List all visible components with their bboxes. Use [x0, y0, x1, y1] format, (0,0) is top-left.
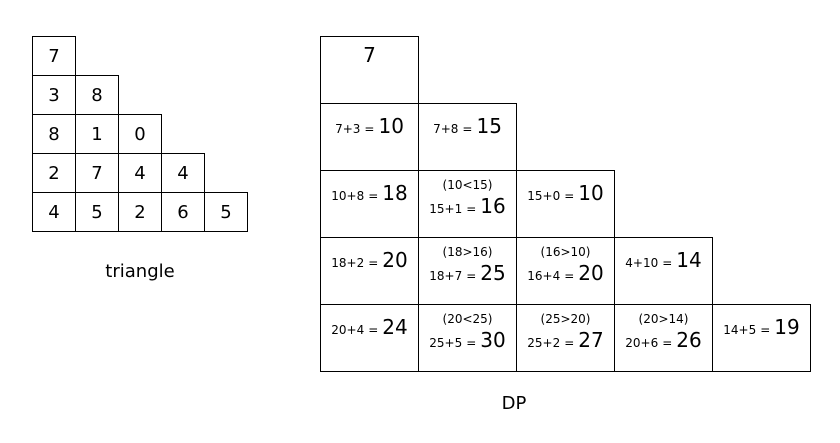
- dp-equation: 18+2=20: [331, 248, 407, 272]
- equals-sign: =: [564, 189, 575, 203]
- dp-cell: (16>10) 16+4=20: [516, 237, 615, 305]
- dp-cell: 20+4=24: [320, 304, 419, 372]
- dp-cell: 4+10=14: [614, 237, 713, 305]
- triangle-cell: 5: [204, 192, 248, 232]
- dp-comparison: (20<25): [442, 312, 493, 326]
- equals-sign: =: [662, 256, 673, 270]
- triangle-cell: 3: [32, 75, 76, 115]
- dp-expression: 7+3: [335, 122, 361, 136]
- triangle-cell: 4: [118, 153, 162, 193]
- triangle-cell: 8: [75, 75, 119, 115]
- equals-sign: =: [564, 336, 575, 350]
- dp-cell: (10<15) 15+1=16: [418, 170, 517, 238]
- dp-cell: 14+5=19: [712, 304, 811, 372]
- dp-result: 10: [578, 181, 604, 205]
- dp-expression: 20+4: [331, 323, 365, 337]
- dp-expression: 15+1: [429, 202, 463, 216]
- dp-equation: 7+3=10: [335, 114, 404, 138]
- triangle-cell: 2: [118, 192, 162, 232]
- dp-caption: DP: [501, 393, 527, 414]
- dp-equation: 20+4=24: [331, 315, 407, 339]
- dp-result: 30: [480, 328, 506, 352]
- dp-equation: 18+7=25: [429, 261, 505, 285]
- dp-result: 20: [382, 248, 408, 272]
- triangle-cell: 7: [32, 36, 76, 76]
- dp-cell: 7+8=15: [418, 103, 517, 171]
- equals-sign: =: [466, 336, 477, 350]
- dp-result: 25: [480, 261, 506, 285]
- triangle-cell: 7: [75, 153, 119, 193]
- dp-cell: 15+0=10: [516, 170, 615, 238]
- dp-equation: 15+0=10: [527, 181, 603, 205]
- dp-cell: 7: [320, 36, 419, 104]
- dp-value: 7: [363, 43, 376, 67]
- dp-result: 24: [382, 315, 408, 339]
- dp-result: 26: [676, 328, 702, 352]
- dp-equation: 20+6=26: [625, 328, 701, 352]
- triangle-cell: 4: [161, 153, 205, 193]
- dp-expression: 25+5: [429, 336, 463, 350]
- equals-sign: =: [466, 269, 477, 283]
- dp-expression: 14+5: [723, 323, 757, 337]
- dp-expression: 18+7: [429, 269, 463, 283]
- dp-result: 19: [774, 315, 800, 339]
- equals-sign: =: [462, 122, 473, 136]
- dp-equation: 10+8=18: [331, 181, 407, 205]
- triangle-cell: 6: [161, 192, 205, 232]
- triangle-cell: 5: [75, 192, 119, 232]
- dp-equation: 25+5=30: [429, 328, 505, 352]
- dp-comparison: (18>16): [442, 245, 493, 259]
- dp-expression: 4+10: [625, 256, 659, 270]
- equals-sign: =: [760, 323, 771, 337]
- dp-comparison: (10<15): [442, 178, 493, 192]
- dp-cell: (25>20) 25+2=27: [516, 304, 615, 372]
- dp-expression: 7+8: [433, 122, 459, 136]
- equals-sign: =: [466, 202, 477, 216]
- dp-equation: 25+2=27: [527, 328, 603, 352]
- dp-result: 14: [676, 248, 702, 272]
- equals-sign: =: [564, 269, 575, 283]
- dp-expression: 25+2: [527, 336, 561, 350]
- dp-expression: 15+0: [527, 189, 561, 203]
- dp-result: 16: [480, 194, 506, 218]
- dp-equation: 15+1=16: [429, 194, 505, 218]
- dp-expression: 16+4: [527, 269, 561, 283]
- dp-cell: 7+3=10: [320, 103, 419, 171]
- triangle-cell: 4: [32, 192, 76, 232]
- triangle-cell: 0: [118, 114, 162, 154]
- triangle-cell: 8: [32, 114, 76, 154]
- dp-result: 15: [476, 114, 502, 138]
- equals-sign: =: [364, 122, 375, 136]
- dp-expression: 20+6: [625, 336, 659, 350]
- dp-expression: 10+8: [331, 189, 365, 203]
- triangle-cell: 2: [32, 153, 76, 193]
- triangle-cell: 1: [75, 114, 119, 154]
- dp-equation: 7+8=15: [433, 114, 502, 138]
- equals-sign: =: [662, 336, 673, 350]
- dp-equation: 14+5=19: [723, 315, 799, 339]
- dp-result: 10: [378, 114, 404, 138]
- equals-sign: =: [368, 256, 379, 270]
- dp-cell: 18+2=20: [320, 237, 419, 305]
- dp-expression: 18+2: [331, 256, 365, 270]
- dp-comparison: (25>20): [540, 312, 591, 326]
- dp-equation: 4+10=14: [625, 248, 701, 272]
- dp-cell: (20>14) 20+6=26: [614, 304, 713, 372]
- equals-sign: =: [368, 323, 379, 337]
- dp-comparison: (20>14): [638, 312, 689, 326]
- dp-cell: (18>16) 18+7=25: [418, 237, 517, 305]
- dp-cell: (20<25) 25+5=30: [418, 304, 517, 372]
- dp-result: 18: [382, 181, 408, 205]
- triangle-caption: triangle: [105, 261, 175, 282]
- equals-sign: =: [368, 189, 379, 203]
- dp-equation: 16+4=20: [527, 261, 603, 285]
- dp-result: 27: [578, 328, 604, 352]
- dp-cell: 10+8=18: [320, 170, 419, 238]
- dp-comparison: (16>10): [540, 245, 591, 259]
- dp-result: 20: [578, 261, 604, 285]
